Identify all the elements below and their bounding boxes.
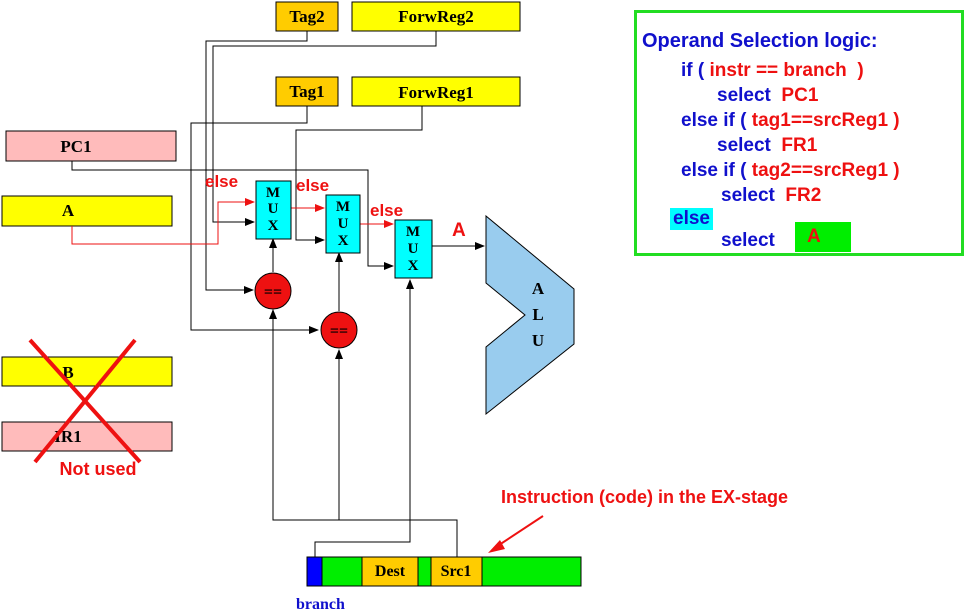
black-wires [71, 31, 485, 557]
comparator-tag1: == [320, 311, 358, 349]
pc1-label: PC1 [60, 137, 91, 156]
dest-field-label: Dest [375, 563, 406, 580]
logic-line-5-keyword: else if ( [681, 160, 747, 181]
mux-1-m: M [266, 185, 280, 201]
tag2-register: Tag2 [275, 1, 339, 32]
logic-line-2: select PC1 [717, 85, 818, 107]
src1-field [430, 556, 483, 587]
pc1-register: PC1 [5, 130, 177, 162]
alu-letter-a: A [532, 279, 545, 298]
else-label-1: else [205, 172, 238, 191]
a-label: A [62, 201, 75, 220]
logic-line-6-expr: FR2 [774, 185, 822, 206]
src1-field-label: Src1 [441, 563, 472, 580]
instruction-caption: Instruction (code) in the EX-stage [501, 487, 788, 507]
logic-line-8-keyword: select [721, 230, 775, 251]
logic-line-2-keyword: select [717, 85, 771, 106]
logic-select-a-value: A [795, 222, 851, 252]
mux-2-m: M [336, 199, 350, 215]
ir1-register: IR1 [1, 421, 173, 452]
tag1-label: Tag1 [289, 82, 324, 101]
mux-3-x: X [408, 258, 419, 274]
logic-line-3-expr: tag1==srcReg1 ) [746, 110, 900, 131]
logic-else-keyword: else [670, 208, 713, 230]
b-register: B [1, 356, 173, 387]
logic-line-6-keyword: select [721, 185, 775, 206]
operand-selection-box: Operand Selection logic: if ( instr == b… [634, 10, 964, 256]
alu: A L U [485, 214, 575, 416]
logic-line-4: select FR1 [717, 135, 817, 157]
dest-field [361, 556, 419, 587]
instruction-register: Dest Src1 [306, 556, 582, 587]
logic-line-5-expr: tag2==srcReg1 ) [746, 160, 900, 181]
mux-3-m: M [406, 224, 420, 240]
logic-line-2-expr: PC1 [770, 85, 819, 106]
forwreg1-register: ForwReg1 [351, 76, 521, 107]
branch-label: branch [296, 596, 345, 611]
mux-2-u: U [338, 216, 349, 232]
logic-line-1-keyword: if ( [681, 60, 705, 81]
mux-2: M U X [325, 194, 361, 254]
logic-line-4-keyword: select [717, 135, 771, 156]
tag2-label: Tag2 [289, 7, 324, 26]
tag1-register: Tag1 [275, 76, 339, 107]
caption-arrow [488, 515, 544, 553]
logic-line-4-expr: FR1 [770, 135, 818, 156]
else-label-2: else [296, 176, 329, 195]
comparator-tag2-label: == [264, 284, 282, 301]
comparator-tag1-label: == [330, 323, 348, 340]
logic-line-1: if ( instr == branch ) [681, 60, 864, 82]
logic-line-1-expr: instr == branch ) [704, 60, 864, 81]
alu-letter-u: U [532, 331, 544, 350]
alu-letter-l: L [532, 305, 543, 324]
comparator-tag2: == [254, 272, 292, 310]
mux-3-u: U [408, 241, 419, 257]
not-used-label: Not used [59, 459, 136, 479]
mux-1-u: U [268, 201, 279, 217]
mux-1: M U X [255, 180, 292, 240]
mux-3: M U X [394, 219, 433, 279]
logic-line-6: select FR2 [721, 185, 821, 207]
mux-1-x: X [268, 218, 279, 234]
else-label-3: else [370, 201, 403, 220]
red-wires [71, 198, 394, 245]
logic-line-5: else if ( tag2==srcReg1 ) [681, 160, 900, 182]
logic-line-3-keyword: else if ( [681, 110, 747, 131]
mux-output-label: A [452, 220, 466, 241]
mux-2-x: X [338, 233, 349, 249]
not-used-cross [28, 338, 142, 464]
forwreg1-label: ForwReg1 [398, 83, 474, 102]
branch-field [306, 556, 323, 587]
logic-line-3: else if ( tag1==srcReg1 ) [681, 110, 900, 132]
logic-title: Operand Selection logic: [642, 30, 878, 52]
b-label: B [62, 363, 73, 382]
forwreg2-register: ForwReg2 [351, 1, 521, 32]
logic-line-8: select [721, 230, 775, 252]
forwreg2-label: ForwReg2 [398, 7, 474, 26]
a-register: A [1, 195, 173, 227]
